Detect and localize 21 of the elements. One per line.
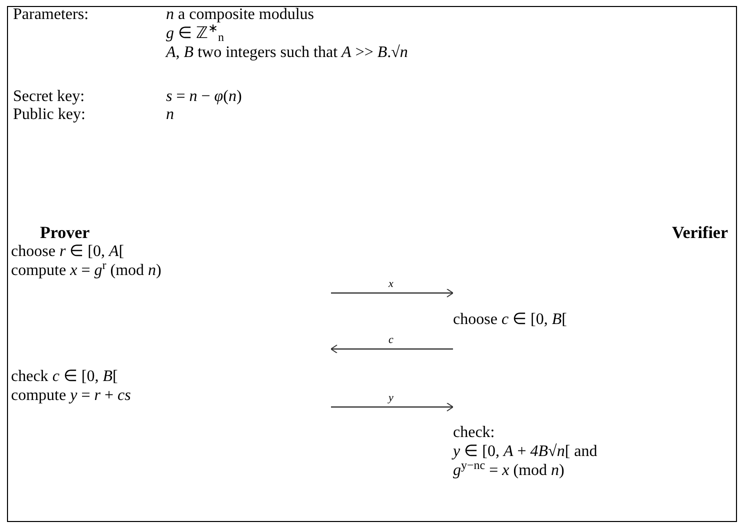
step-text: choose r ∈ [0, A[ — [11, 242, 124, 261]
parameter-text: s = n − φ(n) — [166, 87, 242, 106]
step-text: choose c ∈ [0, B[ — [453, 310, 567, 329]
parameter-text: n a composite modulus — [166, 5, 314, 24]
step-text: y ∈ [0, A + 4B√n[ and — [453, 442, 598, 461]
step-text: check c ∈ [0, B[ — [11, 367, 118, 386]
parameter-text: A, B two integers such that A >> B.√n — [166, 43, 408, 62]
arrow — [330, 344, 453, 354]
column-heading: Prover — [40, 223, 90, 242]
arrow — [331, 288, 454, 298]
step-text: compute x = g$^{r}$ (mod n) — [11, 261, 162, 280]
arrow — [331, 402, 454, 412]
step-text: g$^{y−nc}$ = x (mod n) — [453, 461, 564, 480]
step-text: check: — [453, 423, 495, 442]
column-heading: Verifier — [672, 223, 728, 242]
parameter-text: Public key: — [13, 105, 86, 124]
parameter-text: n — [166, 105, 174, 124]
step-text: compute y = r + cs — [11, 386, 131, 405]
parameter-text: Secret key: — [13, 87, 85, 106]
parameter-text: Parameters: — [13, 5, 89, 24]
frame-box — [7, 6, 737, 522]
